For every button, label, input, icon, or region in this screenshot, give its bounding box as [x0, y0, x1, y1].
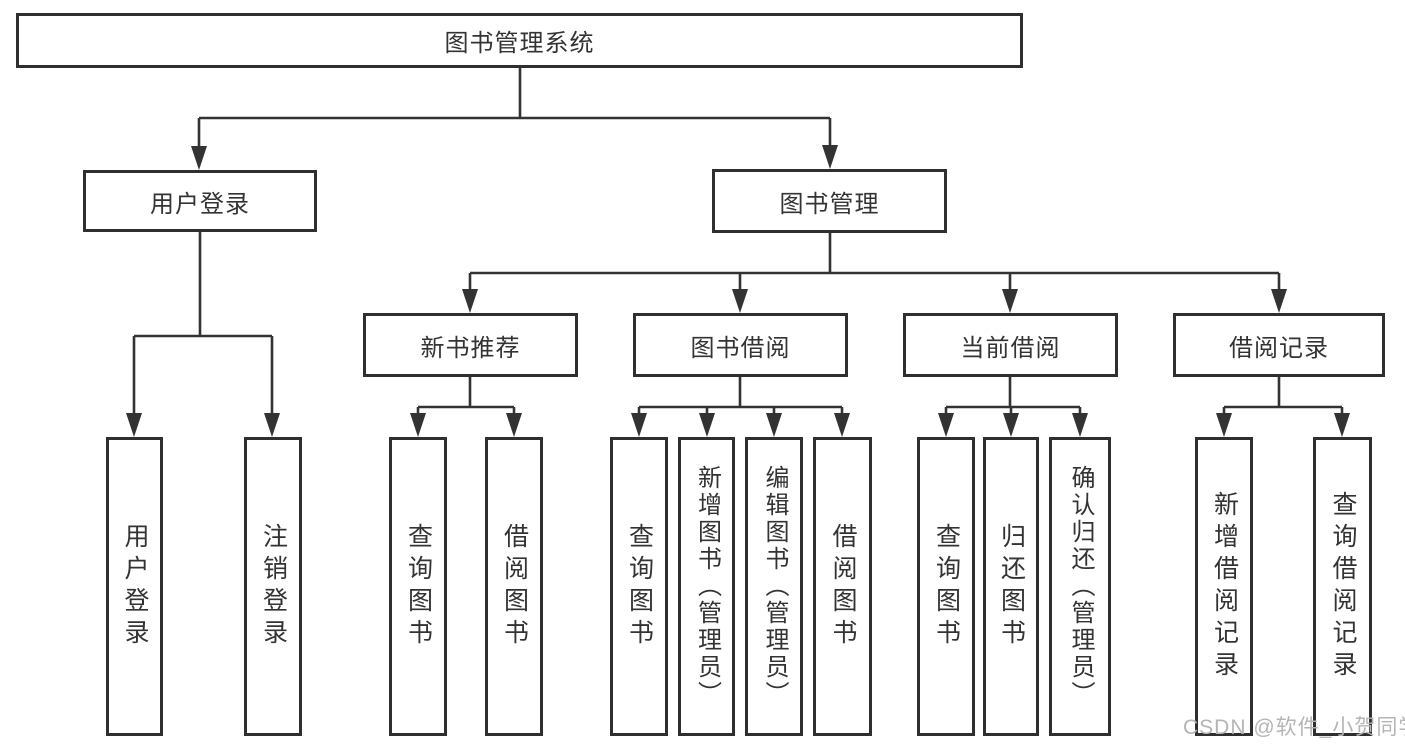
leaf-borrow-books-newbook: 借阅图书	[485, 437, 543, 736]
connector-book-management-to-level3	[462, 233, 1287, 313]
leaf-logout-login: 注销登录	[244, 437, 302, 736]
leaf-confirm-return-admin: 确认归还（管理员）	[1049, 437, 1111, 736]
leaf-return-books: 归还图书	[983, 437, 1039, 736]
leaf-add-borrow-record: 新增借阅记录	[1195, 437, 1253, 736]
connector-user-login-to-children	[126, 232, 280, 437]
connector-current-borrow-to-children	[938, 377, 1088, 437]
connector-new-book-to-children	[410, 377, 522, 437]
leaf-user-login: 用户登录	[106, 437, 163, 736]
node-library-management-system: 图书管理系统	[16, 13, 1023, 68]
node-book-management: 图书管理	[712, 169, 947, 233]
connector-borrow-records-to-children	[1216, 377, 1350, 437]
node-new-book-recommendation: 新书推荐	[363, 313, 578, 377]
leaf-add-books-admin: 新增图书（管理员）	[678, 437, 735, 736]
csdn-watermark: CSDN @软件_小贺同学	[1183, 716, 1405, 739]
node-book-borrowing: 图书借阅	[633, 313, 848, 377]
connector-book-borrow-to-children	[631, 377, 850, 437]
node-user-login: 用户登录	[83, 170, 317, 232]
leaf-query-borrow-record: 查询借阅记录	[1313, 437, 1372, 736]
leaf-query-books-newbook: 查询图书	[389, 437, 447, 736]
leaf-edit-books-admin: 编辑图书（管理员）	[745, 437, 803, 736]
leaf-query-books-borrowing: 查询图书	[610, 437, 668, 736]
connector-root-to-level2	[191, 68, 838, 170]
node-borrowing-records: 借阅记录	[1173, 313, 1385, 377]
leaf-borrow-books-borrowing: 借阅图书	[813, 437, 872, 736]
leaf-query-books-current: 查询图书	[917, 437, 975, 736]
node-current-borrowing: 当前借阅	[903, 313, 1118, 377]
